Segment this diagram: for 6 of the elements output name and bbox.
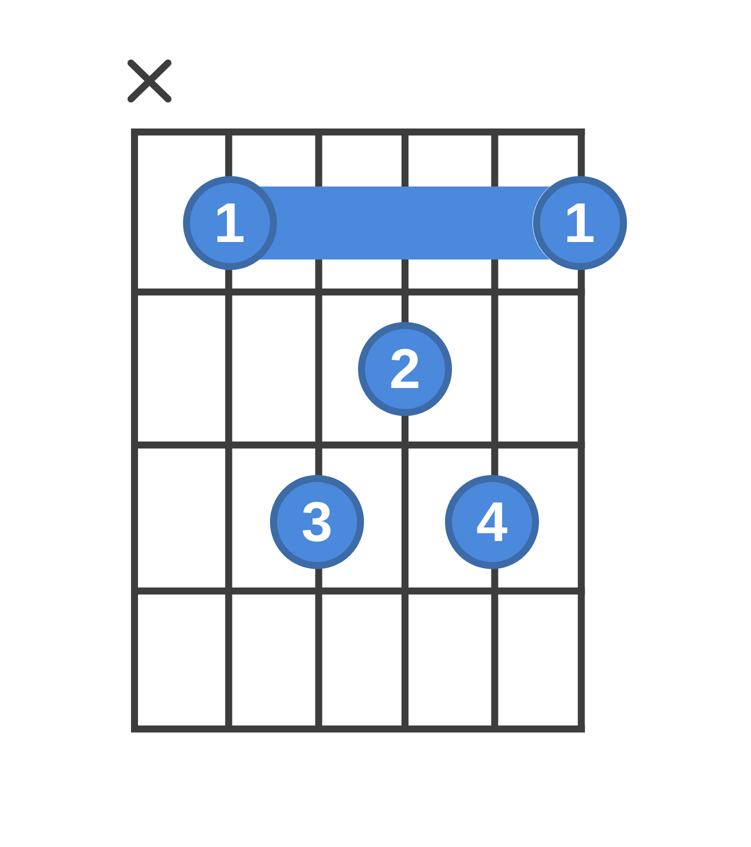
finger-number: 3 [301, 494, 333, 550]
finger-number: 1 [564, 195, 596, 251]
finger-number: 1 [214, 195, 246, 251]
finger-number: 4 [476, 494, 508, 550]
finger-number: 2 [389, 341, 421, 397]
barre-bar [259, 186, 550, 260]
